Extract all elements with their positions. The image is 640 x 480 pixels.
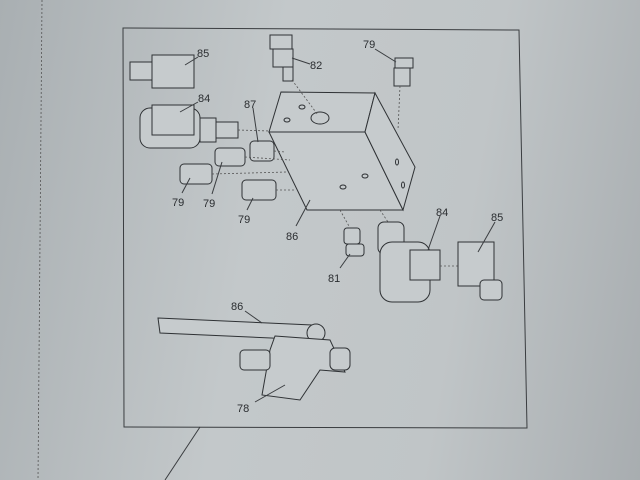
page-margin-line bbox=[37, 0, 43, 480]
diagram-frame bbox=[122, 27, 528, 429]
callout-84-bottom: 84 bbox=[436, 207, 448, 219]
callout-leaders bbox=[179, 48, 496, 403]
solenoid-connector-top-drawing bbox=[129, 54, 195, 89]
pressure-valve-drawing bbox=[269, 34, 319, 116]
callout-79-top-right: 79 bbox=[363, 39, 375, 51]
solenoid-connector-bottom-drawing bbox=[457, 241, 503, 301]
solenoid-coil-top-drawing bbox=[139, 104, 271, 149]
fitting-top-right-drawing bbox=[393, 57, 414, 131]
callout-labels: 85 84 82 79 87 79 79 79 86 81 84 85 86 7… bbox=[172, 39, 503, 415]
callout-85-top: 85 bbox=[197, 48, 209, 60]
solenoid-coil-bottom-drawing bbox=[377, 209, 458, 303]
callout-78: 78 bbox=[237, 403, 249, 415]
callout-79-left-3: 79 bbox=[238, 214, 250, 226]
callout-79-left-1: 79 bbox=[172, 197, 184, 209]
callout-86-handle: 86 bbox=[231, 301, 243, 313]
callout-85-bottom: 85 bbox=[491, 212, 503, 224]
callout-82: 82 bbox=[310, 60, 322, 72]
valve-block-drawing bbox=[268, 91, 416, 212]
callout-86-block: 86 bbox=[286, 231, 298, 243]
fitting-bottom-drawing bbox=[339, 209, 365, 257]
callout-87: 87 bbox=[244, 99, 256, 111]
callout-79-left-2: 79 bbox=[203, 198, 215, 210]
frame-leader-line bbox=[164, 426, 201, 480]
ball-valve-drawing bbox=[157, 317, 351, 401]
callout-84-top: 84 bbox=[198, 93, 210, 105]
callout-81: 81 bbox=[328, 273, 340, 285]
fittings-left-drawing bbox=[179, 140, 296, 201]
